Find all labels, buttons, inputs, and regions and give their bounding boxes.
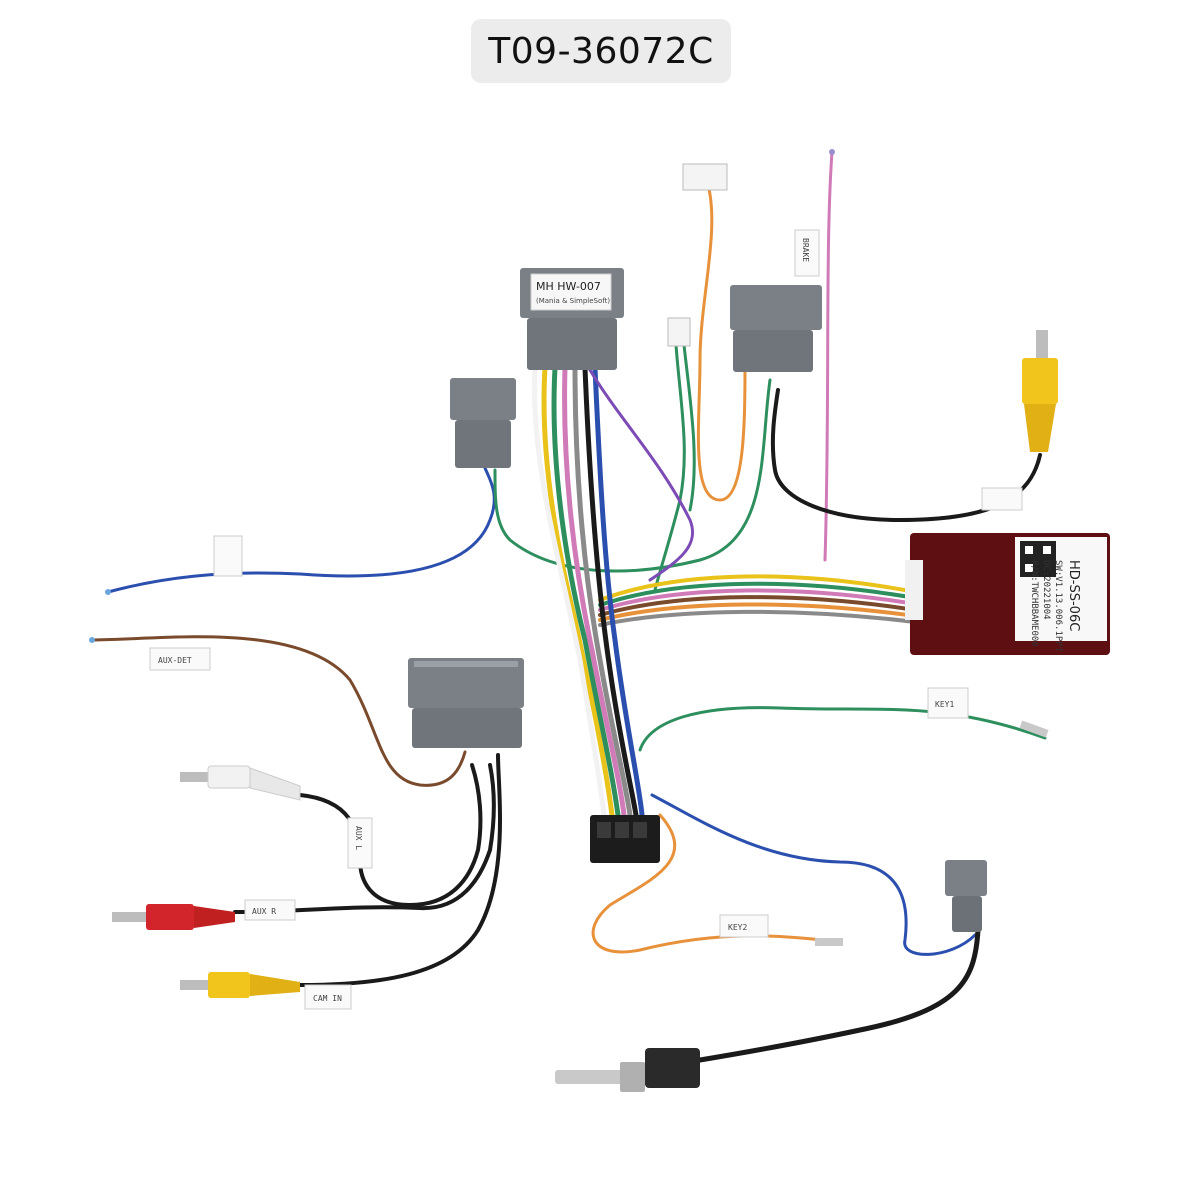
- head-unit-plug: [590, 815, 660, 863]
- tag-aux-r: AUX R: [244, 899, 296, 921]
- tag-cam-in: CAM IN: [304, 984, 352, 1010]
- wire-tip-brown: [89, 637, 95, 643]
- module-dc: DC:20221004: [1041, 560, 1051, 620]
- aux-rca-red: [112, 904, 235, 930]
- svg-text:CAM IN: CAM IN: [313, 994, 342, 1003]
- tag-brake: BRAKE: [794, 229, 820, 277]
- wire-tip-pink: [829, 149, 835, 155]
- aux-connector: [408, 658, 524, 748]
- wire-tip-key2: [815, 938, 843, 946]
- wire-tip-blue: [105, 589, 111, 595]
- svg-text:AUX L: AUX L: [354, 826, 363, 850]
- tag-key1: KEY1: [927, 687, 969, 719]
- tag-aux-l: AUX L: [347, 817, 373, 869]
- aux-rca-white: [180, 765, 301, 801]
- main-plug-label-2: (Mania & SimpleSoft): [536, 297, 610, 305]
- svg-text:KEY2: KEY2: [728, 923, 747, 932]
- svg-text:KEY1: KEY1: [935, 700, 954, 709]
- title-badge: T09-36072C: [471, 19, 731, 83]
- tag-aux-det: AUX-DET: [149, 647, 211, 671]
- svg-text:BRAKE: BRAKE: [801, 238, 810, 262]
- wires: [90, 150, 1047, 1063]
- svg-text:AUX R: AUX R: [252, 907, 276, 916]
- module-sw: SW:V1.13.006.1PPT: [1053, 560, 1063, 653]
- tag-key2: KEY2: [719, 914, 769, 938]
- tag-blank-camera: [981, 487, 1023, 511]
- module-model: HD-SS-06C: [1066, 560, 1081, 631]
- product-code: T09-36072C: [488, 30, 714, 72]
- svg-text:AUX-DET: AUX-DET: [158, 656, 192, 665]
- camera-rca-yellow-left: [180, 972, 300, 998]
- antenna-adapter: [555, 860, 987, 1092]
- canbus-module: HD-SS-06C SW:V1.13.006.1PPT DC:20221004 …: [905, 533, 1110, 655]
- module-pn: P/N:TWCHBBAME000: [1029, 560, 1039, 647]
- main-connector: MH HW-007 (Mania & SimpleSoft): [520, 268, 624, 370]
- tag-blank-left: [213, 535, 243, 577]
- speaker-connector-right: [730, 285, 822, 372]
- speaker-connector-left: [450, 378, 516, 468]
- main-plug-label-1: MH HW-007: [536, 280, 601, 293]
- small-white-plug: [667, 163, 728, 347]
- camera-rca-yellow-right: [1022, 330, 1058, 452]
- wire-tip-key1: [1019, 720, 1049, 738]
